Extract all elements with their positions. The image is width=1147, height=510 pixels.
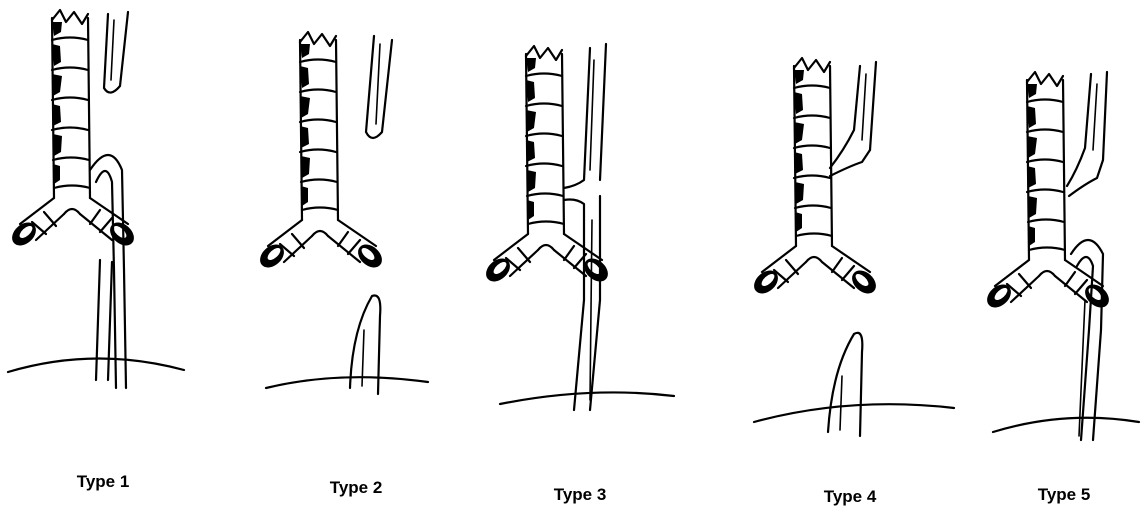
caption-type-4: Type 4 [824,487,877,507]
panel-type-2: Type 2 [230,0,440,510]
caption-type-3: Type 3 [554,485,607,505]
caption-type-1: Type 1 [77,472,130,492]
caption-type-2: Type 2 [330,478,383,498]
type-3-diagram [480,0,690,470]
panel-type-1: Type 1 [0,0,200,510]
panel-type-4: Type 4 [750,0,965,510]
panel-type-3: Type 3 [480,0,690,510]
caption-type-5: Type 5 [1038,485,1091,505]
panel-type-5: Type 5 [985,0,1147,510]
type-1-diagram [0,0,200,470]
type-4-diagram [750,0,965,470]
type-5-diagram [985,0,1147,470]
type-2-diagram [230,0,440,470]
